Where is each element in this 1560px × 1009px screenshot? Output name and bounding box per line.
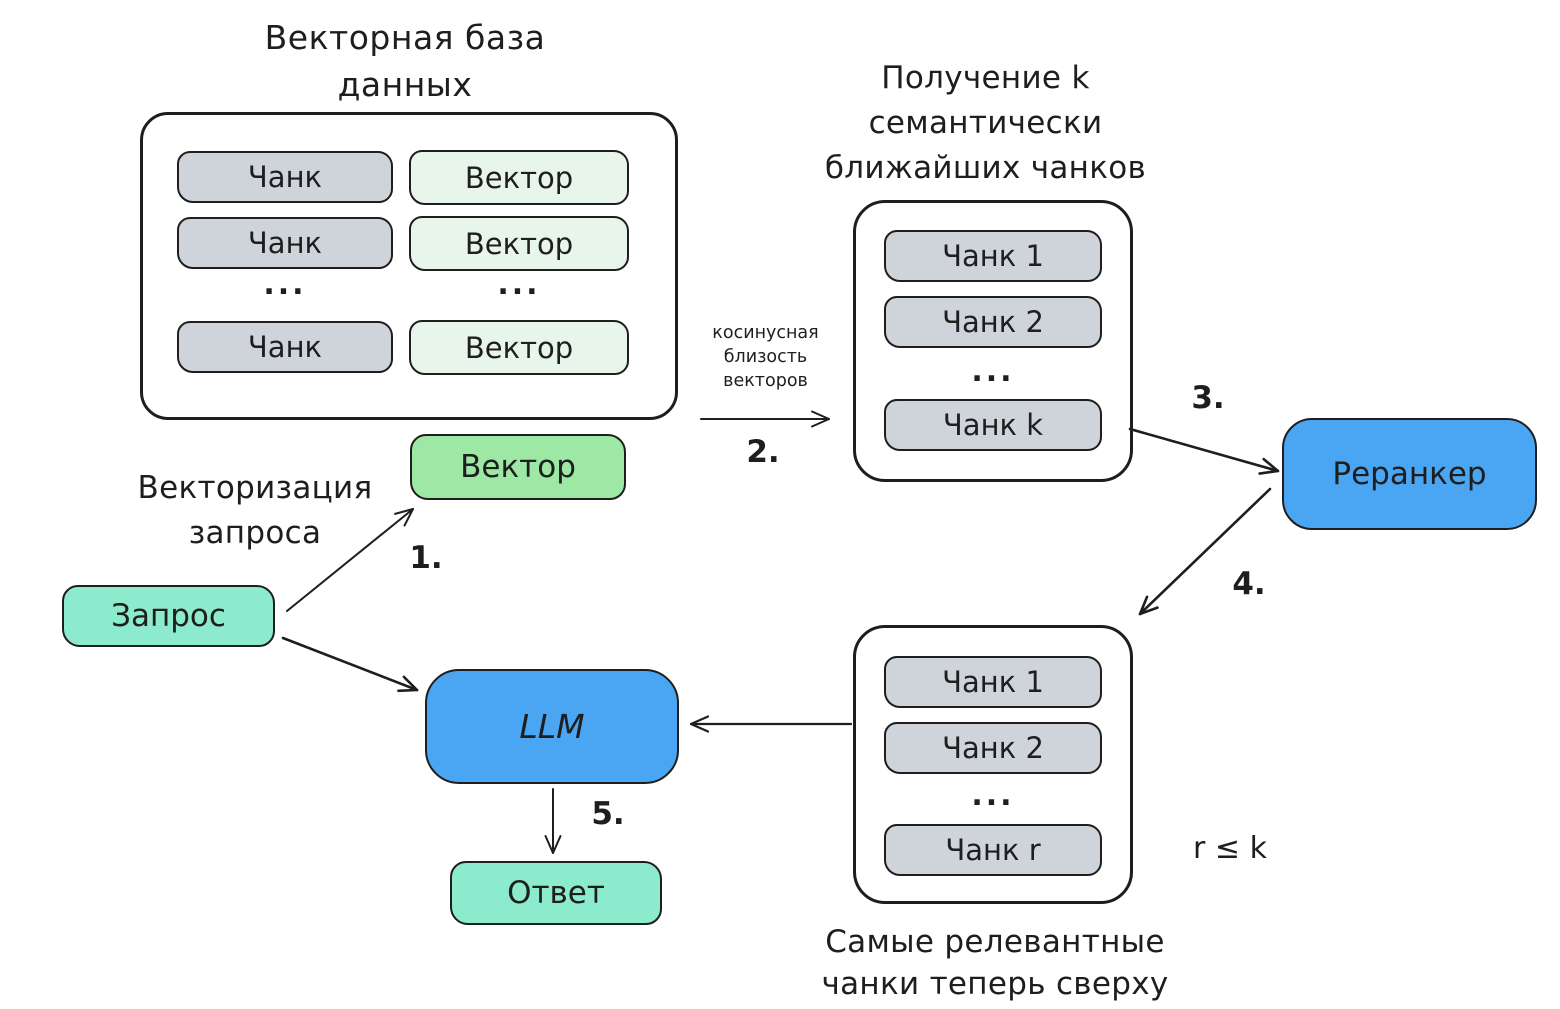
retrieved-chunk-2: Чанк 2 <box>884 296 1102 348</box>
retrieved-chunks-container: Чанк 1 Чанк 2 ... Чанк k <box>853 200 1133 482</box>
step-3-label: 3. <box>1191 380 1225 416</box>
reranked-chunks-container: Чанк 1 Чанк 2 ... Чанк r <box>853 625 1133 904</box>
reranked-caption: Самые релевантные чанки теперь сверху <box>780 921 1210 1005</box>
vector-db-title: Векторная база данных <box>160 14 650 108</box>
step-2-label: 2. <box>746 434 780 470</box>
reranked-chunk-r: Чанк r <box>884 824 1102 876</box>
retrieval-title-line2: семантически <box>868 105 1103 141</box>
retrieved-chunk-1: Чанк 1 <box>884 230 1102 282</box>
reranked-caption-line1: Самые релевантные <box>825 924 1165 960</box>
step-4-label: 4. <box>1232 566 1266 602</box>
db-vector-ellipsis: ... <box>497 267 541 302</box>
retrieval-title: Получение k семантически ближайших чанко… <box>788 56 1183 191</box>
query-node: Запрос <box>62 585 275 647</box>
step-5-label: 5. <box>591 796 625 832</box>
vector-db-title-line1: Векторная база <box>264 18 546 57</box>
db-vector-1: Вектор <box>409 150 629 205</box>
vectorization-label-line2: запроса <box>188 515 322 551</box>
db-chunk-1: Чанк <box>177 151 393 203</box>
step-1-label: 1. <box>409 540 443 576</box>
vectorization-label: Векторизация запроса <box>100 466 410 556</box>
reranked-chunk-2: Чанк 2 <box>884 722 1102 774</box>
reranked-chunk-1: Чанк 1 <box>884 656 1102 708</box>
retrieved-chunk-k: Чанк k <box>884 399 1102 451</box>
vector-db-title-line2: данных <box>337 65 473 104</box>
db-chunk-2: Чанк <box>177 217 393 269</box>
reranker-node: Реранкер <box>1282 418 1537 530</box>
db-chunk-ellipsis: ... <box>263 267 307 302</box>
cosine-note-line2: близость <box>723 347 808 367</box>
r-lte-k-note: r ≤ k <box>1193 831 1267 866</box>
reranked-caption-line2: чанки теперь сверху <box>821 966 1169 1002</box>
vector-db-container: Чанк Вектор Чанк Вектор ... ... Чанк Век… <box>140 112 678 420</box>
retrieved-chunks-ellipsis: ... <box>971 354 1015 389</box>
vectorization-label-line1: Векторизация <box>137 470 373 506</box>
db-vector-2: Вектор <box>409 216 629 271</box>
cosine-note-line1: косинусная <box>712 323 819 343</box>
cosine-similarity-note: косинусная близость векторов <box>688 321 843 393</box>
cosine-note-line3: векторов <box>723 371 808 391</box>
llm-node: LLM <box>425 669 679 784</box>
db-vector-3: Вектор <box>409 320 629 375</box>
answer-node: Ответ <box>450 861 662 925</box>
retrieval-title-line1: Получение k <box>881 60 1090 96</box>
reranked-chunks-ellipsis: ... <box>971 778 1015 813</box>
db-chunk-3: Чанк <box>177 321 393 373</box>
query-vector-node: Вектор <box>410 434 626 500</box>
retrieval-title-line3: ближайших чанков <box>824 150 1147 186</box>
